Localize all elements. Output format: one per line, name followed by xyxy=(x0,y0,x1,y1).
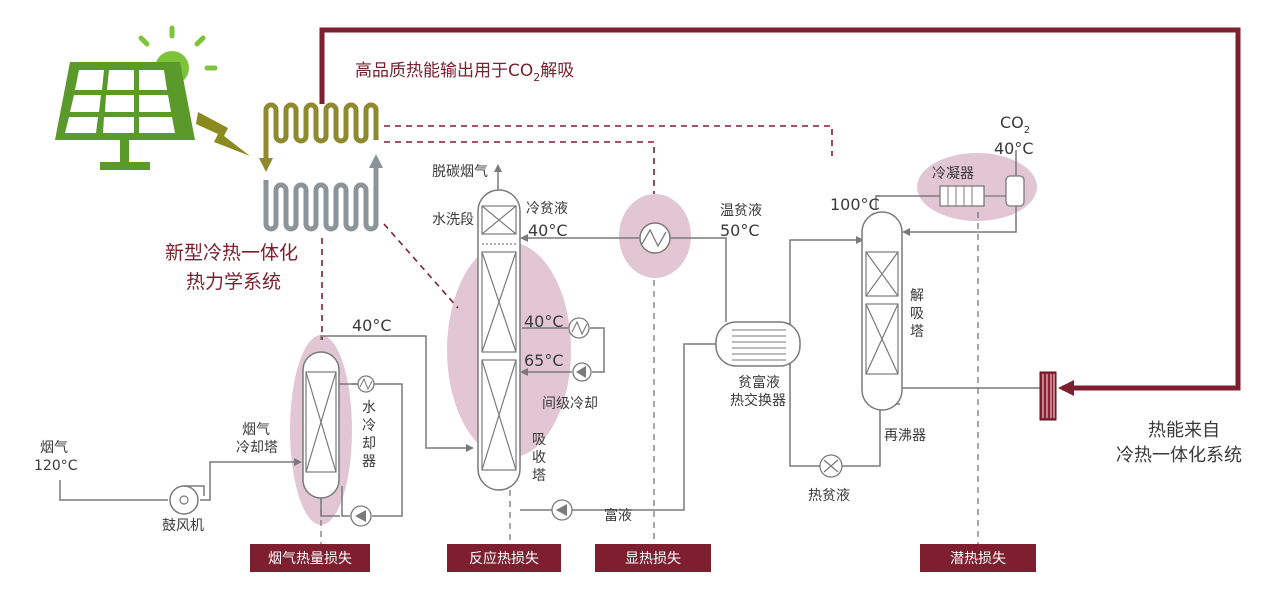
cold-lean-label: 冷贫液 xyxy=(526,201,568,217)
flue-temp-label: 120°C xyxy=(34,458,78,474)
absorber-char-3: 塔 xyxy=(532,468,546,484)
desorber-char-3: 塔 xyxy=(910,324,924,340)
heat-output-label: 高品质热能输出用于CO2解吸 xyxy=(355,61,574,84)
heat-from-label-1: 热能来自 xyxy=(1148,420,1220,441)
cold-coil-arrowhead xyxy=(369,154,383,168)
solar-panel-icon xyxy=(55,25,218,170)
flue-gas-label: 烟气 xyxy=(40,440,68,456)
hx-label-2: 热交换器 xyxy=(730,392,786,409)
water-cooler-char-1: 水 xyxy=(362,400,376,416)
temp-40-cooling: 40°C xyxy=(352,316,392,335)
lean-rich-heat-exchanger xyxy=(715,321,801,367)
water-cooler-char-3: 却 xyxy=(362,436,376,452)
svg-text:烟气热量损失: 烟气热量损失 xyxy=(268,551,352,567)
co2-label: CO2 xyxy=(1000,113,1030,136)
hx-label-1: 贫富液 xyxy=(738,374,780,391)
warm-lean-label: 温贫液 xyxy=(720,203,762,219)
water-cooler-char-2: 冷 xyxy=(362,418,376,434)
heat-from-label-2: 冷热一体化系统 xyxy=(1116,445,1242,466)
system-label-line1: 新型冷热一体化 xyxy=(165,242,298,264)
loss-links xyxy=(321,125,833,340)
intercool-label: 间级冷却 xyxy=(542,396,598,412)
water-wash-label: 水洗段 xyxy=(432,212,474,228)
lightning-bolt-icon xyxy=(196,112,250,156)
cold-coil-icon xyxy=(263,168,379,232)
hot-coil-icon xyxy=(263,102,379,158)
hot-coil-arrowhead xyxy=(259,158,273,172)
cool-tower-label-1: 烟气 xyxy=(242,422,270,438)
blower-icon xyxy=(169,485,205,515)
temp-100-label: 100°C xyxy=(830,195,880,214)
hot-lean-pump-icon xyxy=(819,454,843,478)
temp-65-intercool: 65°C xyxy=(524,351,564,370)
desorber-char-2: 吸 xyxy=(910,306,924,322)
temp-50-label: 50°C xyxy=(720,221,760,240)
system-label-line2: 热力学系统 xyxy=(186,271,281,293)
hot-lean-label: 热贫液 xyxy=(808,488,850,504)
loss-tag-latent-heat: 潜热损失 xyxy=(920,544,1036,572)
loss-tag-reaction-heat: 反应热损失 xyxy=(447,544,561,572)
water-cooler-char-4: 器 xyxy=(362,454,376,470)
loss-tag-flue-heat: 烟气热量损失 xyxy=(250,544,370,572)
cool-tower-label-2: 冷却塔 xyxy=(236,440,278,456)
condenser xyxy=(939,175,1025,207)
water-pump-icon xyxy=(350,505,372,527)
reboiler-label: 再沸器 xyxy=(884,428,926,444)
rich-pump-icon xyxy=(551,499,573,521)
rich-label: 富液 xyxy=(604,507,632,524)
svg-text:反应热损失: 反应热损失 xyxy=(469,550,539,567)
loss-tag-sensible-heat: 显热损失 xyxy=(595,544,711,572)
intercooler-icon xyxy=(568,317,590,339)
tag-links xyxy=(320,212,979,544)
svg-text:潜热损失: 潜热损失 xyxy=(950,551,1006,567)
water-cooler-icon xyxy=(357,375,375,393)
lean-cooler-icon xyxy=(639,222,671,254)
absorber-column xyxy=(477,189,521,491)
desorber-column xyxy=(861,211,903,411)
intercool-pump-icon xyxy=(572,362,592,382)
decarb-gas-label: 脱碳烟气 xyxy=(432,164,488,180)
temp-40-cold-lean: 40°C xyxy=(528,221,568,240)
temp-40-intercool: 40°C xyxy=(524,312,564,331)
svg-text:显热损失: 显热损失 xyxy=(625,551,681,567)
temp-40-co2: 40°C xyxy=(994,139,1034,158)
absorber-char-2: 收 xyxy=(532,450,546,466)
reboiler-heater-icon xyxy=(1039,371,1057,421)
condenser-label: 冷凝器 xyxy=(932,166,974,182)
heat-output-line xyxy=(319,27,1241,396)
blower-label: 鼓风机 xyxy=(162,518,204,534)
absorber-char-1: 吸 xyxy=(532,432,546,448)
desorber-char-1: 解 xyxy=(910,288,924,304)
cooling-tower xyxy=(302,351,340,499)
